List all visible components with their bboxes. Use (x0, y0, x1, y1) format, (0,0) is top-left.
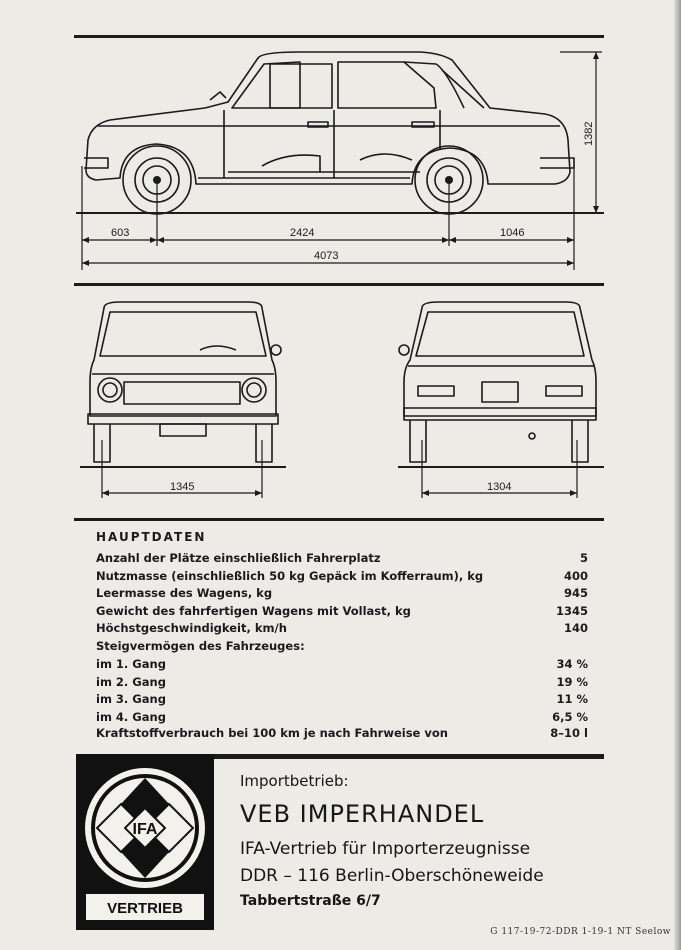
specs-table: Anzahl der Plätze einschließlich Fahrerp… (96, 551, 588, 639)
importer-line-2: DDR – 116 Berlin-Oberschöneweide (240, 866, 544, 886)
spec-value: 140 (563, 621, 588, 635)
spec-label: Nutzmasse (einschließlich 50 kg Gepäck i… (96, 568, 484, 583)
ifa-vertrieb-logo: IFA VERTRIEB (76, 754, 214, 930)
car-rear-view: 1304 (398, 301, 604, 498)
fuel-value: 8–10 l (550, 726, 588, 740)
spec-value: 400 (563, 568, 588, 583)
climb-value: 34 % (556, 657, 588, 671)
climb-value: 11 % (556, 692, 588, 706)
ifa-mark: IFA (133, 821, 158, 838)
climb-row: im 2. Gang 19 % (96, 675, 588, 693)
importer-name: VEB IMPERHANDEL (240, 800, 485, 828)
climb-label: im 4. Gang (96, 709, 166, 724)
spec-value: 1345 (555, 603, 588, 618)
spec-label: Leermasse des Wagens, kg (96, 586, 273, 600)
middle-rule (74, 283, 604, 286)
fuel-row: Kraftstoffverbrauch bei 100 km je nach F… (96, 726, 588, 744)
climb-row: im 1. Gang 34 % (96, 657, 588, 675)
spec-value: 945 (563, 586, 588, 600)
importer-heading: Importbetrieb: (240, 772, 349, 790)
vertrieb-caption: VERTRIEB (107, 900, 183, 917)
dim-overall-length: 4073 (314, 250, 338, 262)
importer-rule (214, 754, 604, 759)
print-code: G 117-19-72-DDR 1-19-1 NT Seelow (490, 927, 671, 937)
car-front-view: 1345 (80, 301, 286, 498)
climb-value: 19 % (556, 674, 588, 689)
fuel-row-wrap: Kraftstoffverbrauch bei 100 km je nach F… (96, 726, 588, 744)
climb-heading-wrap: Steigvermögen des Fahrzeuges: (96, 639, 588, 657)
climb-value: 6,5 % (552, 709, 588, 724)
climb-table: im 1. Gang 34 % im 2. Gang 19 % im 3. Gang 11… (96, 657, 588, 727)
top-rule (74, 35, 604, 38)
dim-front-overhang: 603 (111, 227, 129, 239)
climb-row: im 3. Gang 11 % (96, 692, 588, 710)
climb-heading: Steigvermögen des Fahrzeuges: (96, 639, 305, 653)
spec-label: Höchstgeschwindigkeit, km/h (96, 621, 287, 635)
specs-heading: HAUPTDATEN (96, 530, 207, 544)
importer-line-1: IFA-Vertrieb für Importerzeugnisse (240, 839, 531, 859)
fuel-label: Kraftstoffverbrauch bei 100 km je nach F… (96, 726, 448, 740)
dim-wheelbase: 2424 (290, 227, 314, 239)
dim-rear-overhang: 1046 (500, 227, 524, 239)
climb-label: im 2. Gang (96, 674, 166, 689)
page-edge-shadow (673, 0, 681, 950)
car-side-view: 603 2424 1046 4073 1382 (76, 51, 604, 270)
dim-front-track: 1345 (170, 481, 194, 493)
spec-value: 5 (579, 551, 588, 565)
dim-height: 1382 (583, 122, 595, 146)
spec-label: Anzahl der Plätze einschließlich Fahrerp… (96, 551, 381, 565)
ifa-emblem: IFA VERTRIEB (85, 768, 205, 920)
spec-row: Höchstgeschwindigkeit, km/h 140 (96, 621, 588, 639)
spec-row: Nutzmasse (einschließlich 50 kg Gepäck i… (96, 569, 588, 587)
climb-label: im 1. Gang (96, 657, 166, 671)
spec-label: Gewicht des fahrfertigen Wagens mit Voll… (96, 603, 411, 618)
climb-row: im 4. Gang 6,5 % (96, 710, 588, 728)
spec-row: Anzahl der Plätze einschließlich Fahrerp… (96, 551, 588, 569)
spec-row: Leermasse des Wagens, kg 945 (96, 586, 588, 604)
importer-line-3: Tabbertstraße 6/7 (240, 893, 381, 909)
specs-rule (74, 518, 604, 521)
climb-label: im 3. Gang (96, 692, 166, 706)
spec-row: Gewicht des fahrfertigen Wagens mit Voll… (96, 604, 588, 622)
dim-rear-track: 1304 (487, 481, 511, 493)
